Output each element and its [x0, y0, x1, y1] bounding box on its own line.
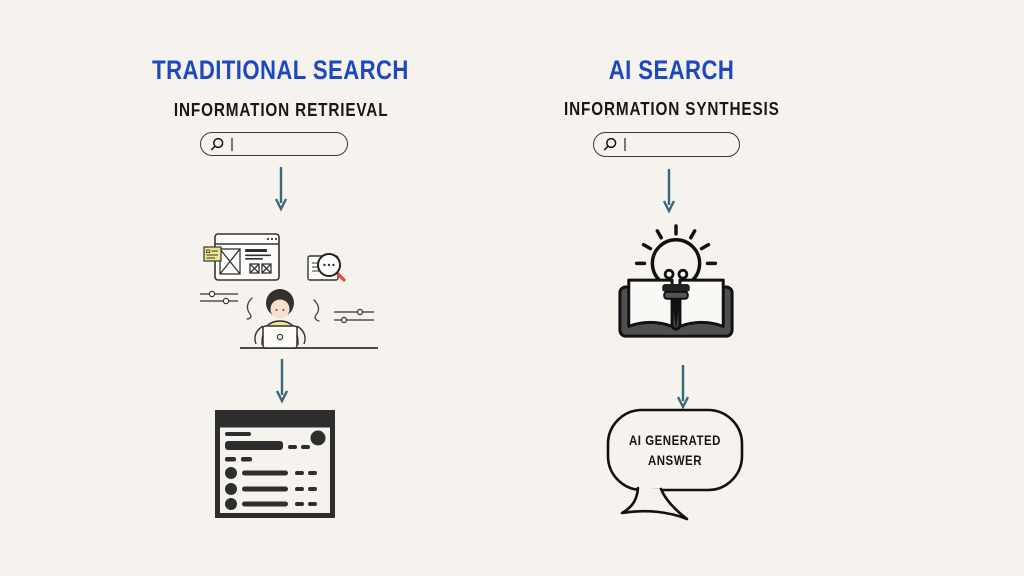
speech-bubble: AI GENERATED ANSWER [600, 405, 750, 525]
text-cursor [231, 137, 233, 151]
sticky-note-icon [203, 246, 222, 262]
left-column-title: TRADITIONAL SEARCH [118, 55, 444, 86]
lightbulb-book-icon [618, 224, 734, 338]
left-search-bar [200, 132, 348, 156]
right-column-subtitle: INFORMATION SYNTHESIS [522, 99, 822, 120]
left-column-subtitle: INFORMATION RETRIEVAL [118, 100, 444, 121]
down-arrow-icon [662, 169, 676, 214]
right-title-text: AI SEARCH [609, 55, 735, 85]
sliders-icon [200, 290, 374, 324]
speech-bubble-text: AI GENERATED ANSWER [629, 433, 721, 469]
right-subtitle-text: INFORMATION SYNTHESIS [564, 99, 780, 119]
magnifier-icon [210, 137, 224, 150]
down-arrow-icon [275, 359, 289, 404]
magnifier-icon [603, 137, 617, 151]
down-arrow-icon [274, 167, 288, 212]
right-column-title: AI SEARCH [522, 55, 822, 86]
speech-bubble-icon [606, 408, 744, 521]
left-title-text: TRADITIONAL SEARCH [152, 55, 410, 85]
down-arrow-icon [676, 365, 690, 410]
browsing-illustration [200, 233, 378, 349]
results-panel-icon [215, 410, 335, 518]
right-search-bar [593, 132, 740, 157]
zoom-preview-icon [307, 253, 346, 282]
left-subtitle-text: INFORMATION RETRIEVAL [173, 100, 389, 120]
text-cursor [624, 138, 626, 151]
person-at-laptop [254, 289, 306, 349]
